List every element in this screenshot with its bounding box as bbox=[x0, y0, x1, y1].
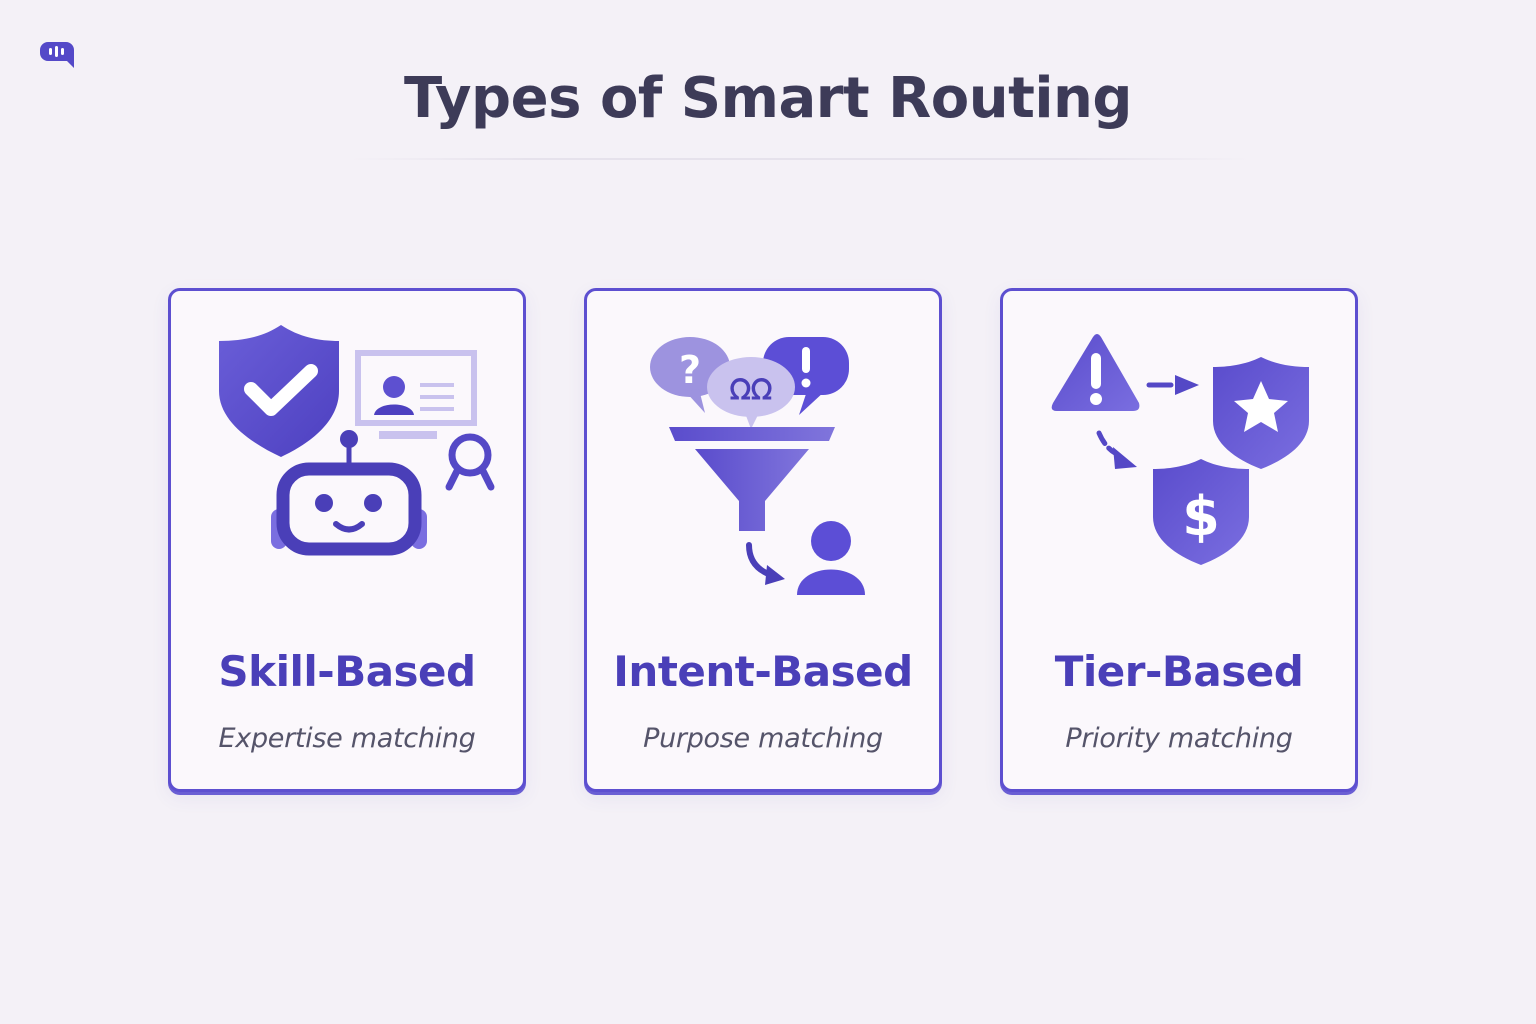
robot-icon bbox=[271, 430, 427, 556]
card-skill-based: Skill-Based Expertise matching bbox=[168, 288, 526, 792]
warning-triangle-icon bbox=[1051, 334, 1140, 411]
title-divider bbox=[350, 158, 1250, 160]
svg-text:$: $ bbox=[1182, 485, 1220, 548]
funnel-icon bbox=[669, 427, 835, 531]
shield-check-icon bbox=[219, 325, 339, 457]
tier-based-illustration: $ bbox=[1051, 334, 1309, 565]
person-icon bbox=[797, 521, 865, 595]
arrow-icon bbox=[746, 542, 785, 585]
arrow-right-icon bbox=[1146, 375, 1199, 395]
star-shield-icon bbox=[1213, 357, 1309, 469]
svg-text:ᘯᘯ: ᘯᘯ bbox=[730, 373, 772, 406]
chat-bubble-soundwave-icon bbox=[40, 42, 74, 68]
id-card-icon bbox=[355, 350, 477, 439]
card-title: Tier-Based bbox=[1054, 647, 1304, 696]
arrow-down-icon bbox=[1096, 430, 1137, 469]
award-ribbon-icon bbox=[445, 433, 495, 491]
svg-text:?: ? bbox=[679, 348, 701, 392]
quote-bubble-icon: ᘯᘯ bbox=[707, 357, 795, 429]
card-tier-based: $ Tier-Based Priority matching bbox=[1000, 288, 1358, 792]
card-title: Intent-Based bbox=[613, 647, 913, 696]
dollar-shield-icon: $ bbox=[1153, 459, 1249, 565]
page-title: Types of Smart Routing bbox=[403, 66, 1133, 131]
card-intent-based: ? ᘯᘯ Intent-Based Purpose matching bbox=[584, 288, 942, 792]
intent-based-illustration: ? ᘯᘯ bbox=[650, 337, 865, 595]
card-subtitle: Purpose matching bbox=[643, 723, 883, 754]
card-subtitle: Priority matching bbox=[1065, 723, 1293, 754]
skill-based-illustration bbox=[219, 325, 495, 556]
card-subtitle: Expertise matching bbox=[218, 723, 476, 754]
card-title: Skill-Based bbox=[218, 647, 476, 696]
